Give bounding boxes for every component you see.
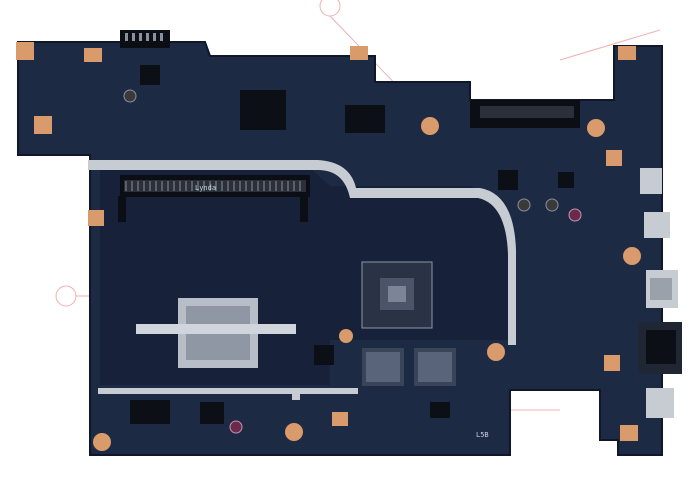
corner-marking: L5B xyxy=(476,431,489,439)
cpu-package xyxy=(361,261,433,329)
side-ports xyxy=(638,168,682,418)
silver-rails xyxy=(88,160,516,400)
memory-slot: Lynda xyxy=(118,175,310,222)
slot-marking: Lynda xyxy=(195,184,216,192)
memory-chips xyxy=(362,348,456,386)
capacitors xyxy=(123,89,582,434)
chips xyxy=(130,65,574,424)
copper-heatsink-pads xyxy=(136,298,296,368)
top-connectors xyxy=(120,30,580,128)
mounting-pads xyxy=(16,42,641,451)
